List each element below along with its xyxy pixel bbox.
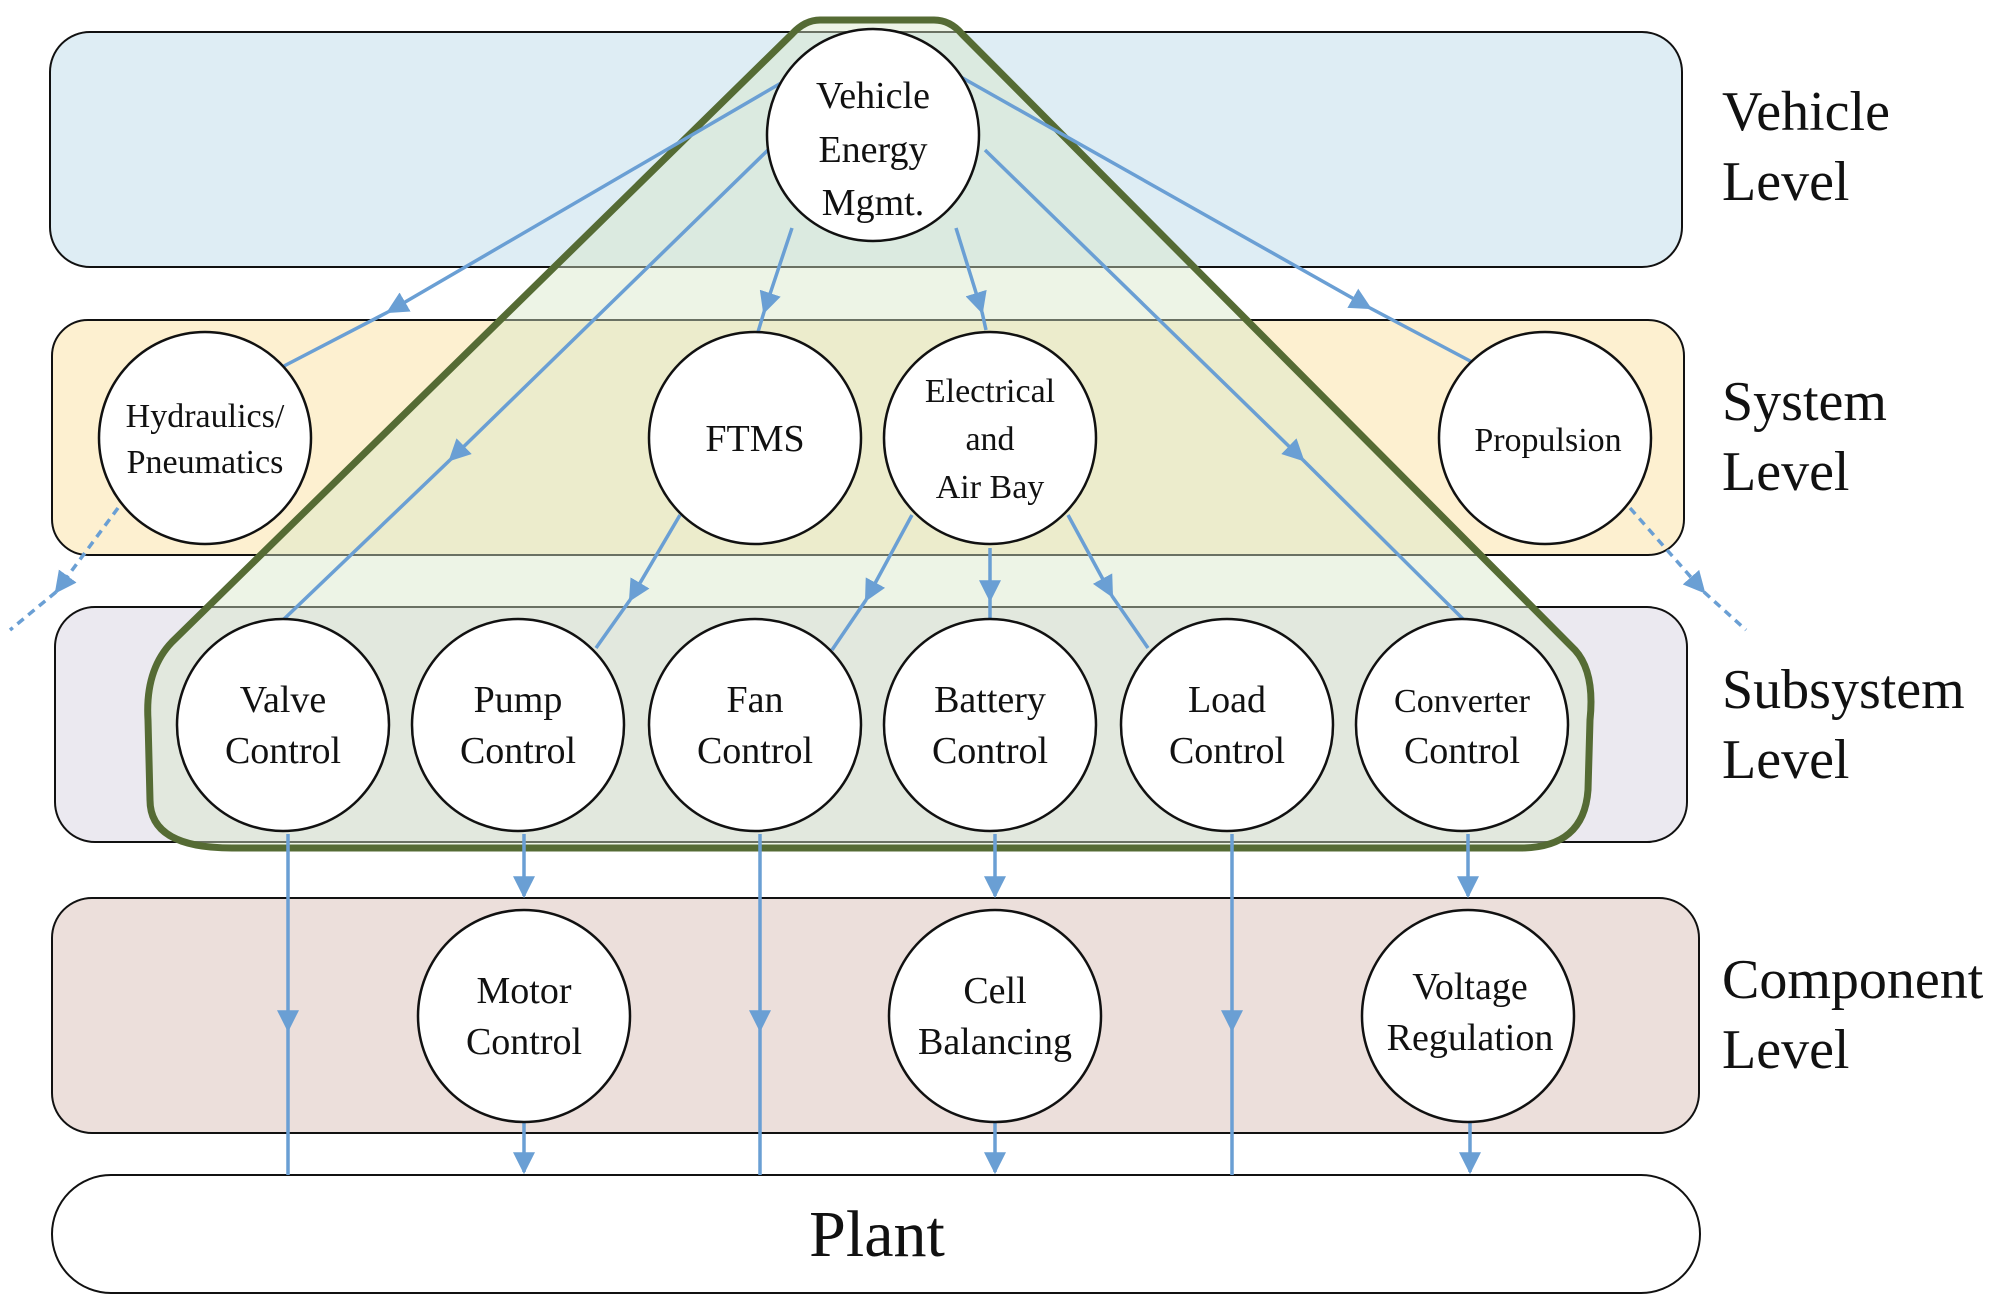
svg-text:Control: Control xyxy=(932,730,1048,772)
svg-text:Voltage: Voltage xyxy=(1412,966,1527,1008)
vehicle-level-label-line1: Vehicle xyxy=(1722,81,1890,143)
svg-text:Converter: Converter xyxy=(1394,683,1531,720)
svg-text:Mgmt.: Mgmt. xyxy=(822,182,924,224)
svg-text:Pneumatics: Pneumatics xyxy=(127,444,284,481)
node-cell-balancing: Cell Balancing xyxy=(887,908,1103,1124)
plant-label: Plant xyxy=(809,1198,945,1271)
node-pump-control: Pump Control xyxy=(410,617,626,833)
svg-text:Battery: Battery xyxy=(934,679,1046,721)
svg-text:Control: Control xyxy=(460,730,576,772)
node-motor-control: Motor Control xyxy=(416,908,632,1124)
svg-text:Energy: Energy xyxy=(818,129,927,171)
svg-text:Vehicle: Vehicle xyxy=(816,75,930,117)
arrows xyxy=(8,70,1748,1175)
node-battery-control: Battery Control xyxy=(882,617,1098,833)
svg-text:Control: Control xyxy=(1404,730,1520,772)
component-level-label-line2: Level xyxy=(1722,1019,1849,1081)
node-electrical-and-air-bay: Electrical and Air Bay xyxy=(882,330,1098,546)
svg-text:Valve: Valve xyxy=(240,679,327,721)
svg-text:Fan: Fan xyxy=(727,679,784,721)
svg-text:Cell: Cell xyxy=(963,970,1026,1012)
vehicle-level-label-line2: Level xyxy=(1722,151,1849,213)
component-level-label-line1: Component xyxy=(1722,949,1984,1011)
level-labels: Vehicle Level System Level Subsystem Lev… xyxy=(1722,81,1984,1081)
svg-text:Control: Control xyxy=(1169,730,1285,772)
node-converter-control: Converter Control xyxy=(1354,617,1570,833)
node-ftms: FTMS xyxy=(647,330,863,546)
subsystem-level-label-line2: Level xyxy=(1722,729,1849,791)
node-propulsion: Propulsion xyxy=(1437,330,1653,546)
node-voltage-regulation: Voltage Regulation xyxy=(1360,908,1576,1124)
subsystem-level-label-line1: Subsystem xyxy=(1722,659,1965,721)
plant-bar xyxy=(51,1174,1701,1294)
system-level-label-line2: Level xyxy=(1722,441,1849,503)
svg-text:and: and xyxy=(965,421,1014,458)
svg-text:Control: Control xyxy=(466,1021,582,1063)
svg-text:Control: Control xyxy=(697,730,813,772)
node-load-control: Load Control xyxy=(1119,617,1335,833)
svg-text:Motor: Motor xyxy=(477,970,572,1012)
svg-text:Air Bay: Air Bay xyxy=(936,469,1045,506)
node-valve-control: Valve Control xyxy=(175,617,391,833)
svg-text:Propulsion: Propulsion xyxy=(1474,422,1621,459)
node-vehicle-energy-mgmt: Vehicle Energy Mgmt. xyxy=(765,27,981,243)
svg-text:Control: Control xyxy=(225,730,341,772)
svg-text:Electrical: Electrical xyxy=(925,373,1055,410)
svg-text:Balancing: Balancing xyxy=(918,1021,1072,1063)
svg-text:Hydraulics/: Hydraulics/ xyxy=(126,398,285,435)
node-hydraulics-pneumatics: Hydraulics/ Pneumatics xyxy=(97,330,313,546)
system-level-band xyxy=(51,319,1685,556)
node-fan-control: Fan Control xyxy=(647,617,863,833)
svg-text:Load: Load xyxy=(1188,679,1266,721)
svg-text:Pump: Pump xyxy=(474,679,563,721)
svg-text:Regulation: Regulation xyxy=(1387,1017,1554,1059)
svg-text:FTMS: FTMS xyxy=(705,418,804,460)
system-level-label-line1: System xyxy=(1722,371,1887,433)
